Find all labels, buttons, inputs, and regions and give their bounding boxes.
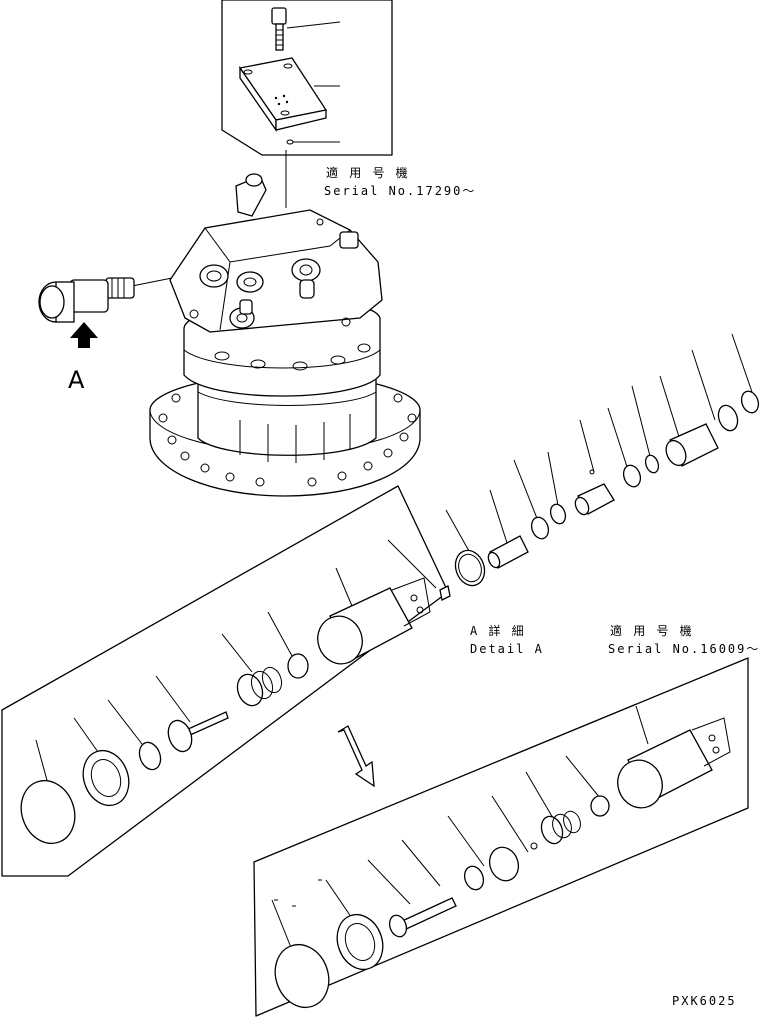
view-arrow-a xyxy=(70,322,98,348)
valve-ports xyxy=(199,258,321,329)
view-a-label: A xyxy=(68,366,85,394)
bottom-inset-box xyxy=(253,657,749,1017)
top-inset-serial-label: Serial No.17290～ xyxy=(324,184,477,198)
plate-part xyxy=(238,57,328,133)
detail-a-en-label: Detail A xyxy=(470,642,544,656)
exploded-parts-chain xyxy=(445,333,760,587)
bolt-part xyxy=(271,7,287,51)
top-inset-jp-label: 適 用 号 機 xyxy=(326,166,410,180)
top-inset xyxy=(221,0,393,156)
detail-a-jp-label: A 詳 細 xyxy=(470,624,526,638)
direction-arrow xyxy=(337,725,375,788)
bottom-inset-serial-label: Serial No.16009～ xyxy=(608,642,761,656)
drawing-code: PXK6025 xyxy=(672,994,737,1008)
swing-motor xyxy=(149,173,421,497)
detail-a-box xyxy=(1,485,451,877)
bottom-inset-jp-label: 適 用 号 機 xyxy=(610,624,694,638)
relief-valve-side xyxy=(38,277,173,323)
